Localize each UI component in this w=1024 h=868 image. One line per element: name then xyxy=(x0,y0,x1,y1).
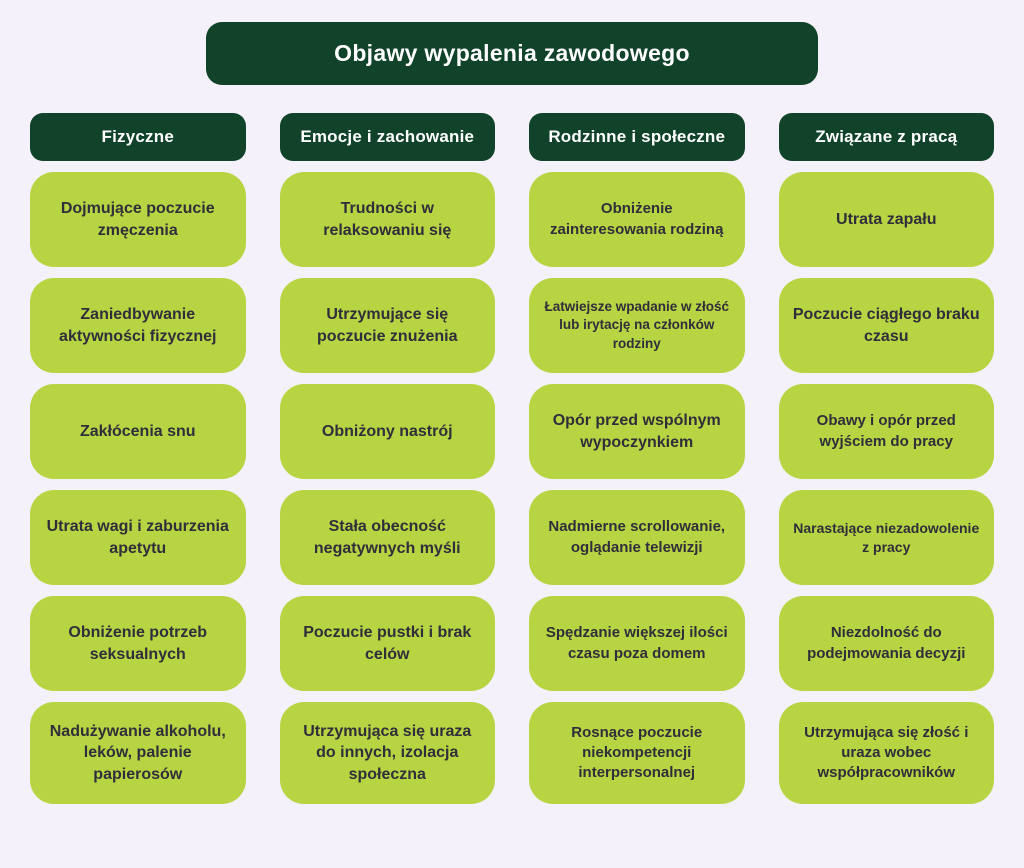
symptom-card: Stała obecność negatywnych myśli xyxy=(279,490,495,585)
symptom-card: Obawy i opór przed wyjściem do pracy xyxy=(778,384,994,479)
symptoms-grid: Fizyczne Emocje i zachowanie Rodzinne i … xyxy=(30,113,994,804)
symptom-card: Opór przed wspólnym wypoczynkiem xyxy=(529,384,745,479)
symptom-card: Obniżony nastrój xyxy=(279,384,495,479)
symptom-card: Obniżenie potrzeb seksualnych xyxy=(30,596,246,691)
page-title: Objawy wypalenia zawodowego xyxy=(206,22,818,85)
symptom-card: Utrzymująca się uraza do innych, izolacj… xyxy=(279,702,495,804)
symptom-card: Zaniedbywanie aktywności fizycznej xyxy=(30,278,246,373)
symptom-card: Rosnące poczucie niekompetencji interper… xyxy=(529,702,745,804)
symptom-card: Dojmujące poczucie zmęczenia xyxy=(30,172,246,267)
symptom-card: Niezdolność do podejmowania decyzji xyxy=(778,596,994,691)
symptom-card: Nadużywanie alkoholu, leków, palenie pap… xyxy=(30,702,246,804)
symptom-card: Narastające niezadowolenie z pracy xyxy=(778,490,994,585)
symptom-card: Poczucie pustki i brak celów xyxy=(279,596,495,691)
symptom-card: Trudności w relaksowaniu się xyxy=(279,172,495,267)
symptom-card: Spędzanie większej ilości czasu poza dom… xyxy=(529,596,745,691)
symptom-card: Utrata wagi i zaburzenia apetytu xyxy=(30,490,246,585)
column-header-fizyczne: Fizyczne xyxy=(30,113,246,161)
column-header-zwiazane-z-praca: Związane z pracą xyxy=(778,113,994,161)
symptom-card: Utrzymująca się złość i uraza wobec wspó… xyxy=(778,702,994,804)
symptom-card: Zakłócenia snu xyxy=(30,384,246,479)
symptom-card: Utrata zapału xyxy=(778,172,994,267)
symptom-card: Nadmierne scrollowanie, oglądanie telewi… xyxy=(529,490,745,585)
symptom-card: Poczucie ciągłego braku czasu xyxy=(778,278,994,373)
symptom-card: Łatwiejsze wpadanie w złość lub irytację… xyxy=(529,278,745,373)
symptom-card: Utrzymujące się poczucie znużenia xyxy=(279,278,495,373)
column-header-emocje-i-zachowanie: Emocje i zachowanie xyxy=(279,113,495,161)
symptom-card: Obniżenie zainteresowania rodziną xyxy=(529,172,745,267)
column-header-rodzinne-i-spoleczne: Rodzinne i społeczne xyxy=(529,113,745,161)
